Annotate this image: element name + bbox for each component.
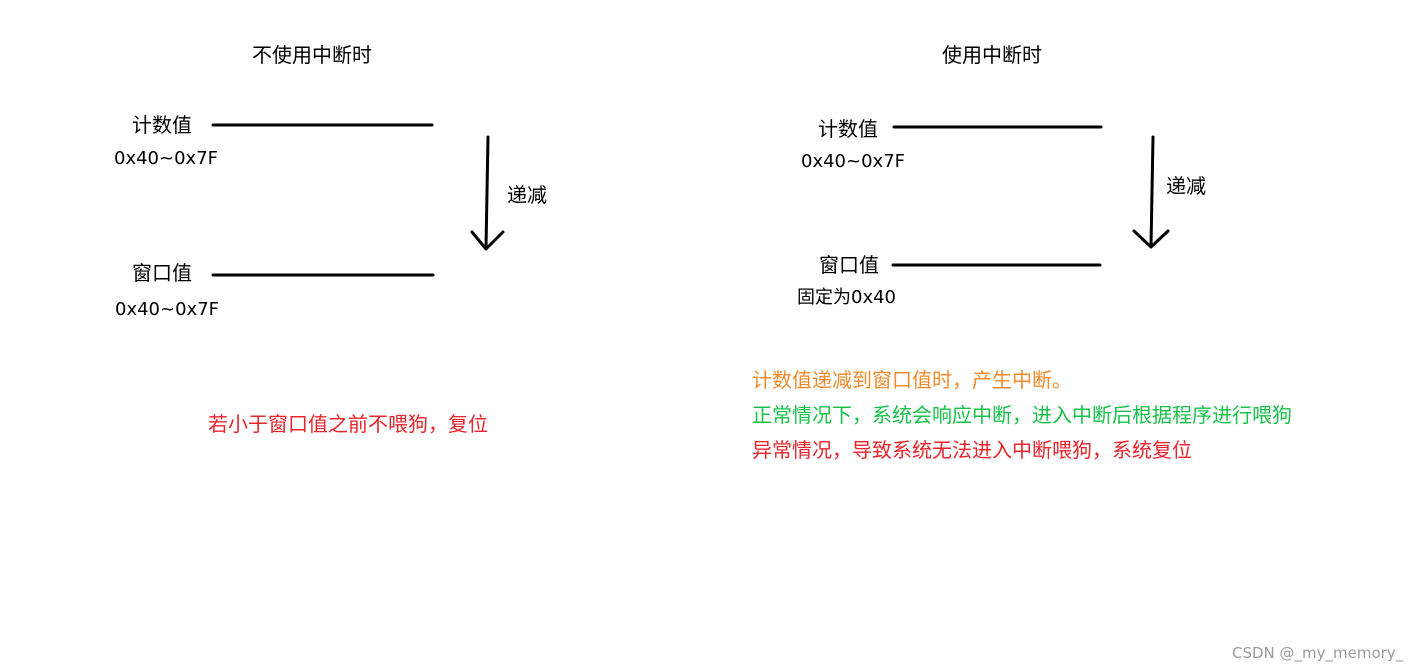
- right-title: 使用中断时: [942, 43, 1042, 67]
- left-counter-label: 计数值: [132, 113, 192, 137]
- right-counter-value: 0x40~0x7F: [801, 151, 906, 172]
- right-window-value: 固定为0x40: [797, 287, 897, 308]
- right-counter-label: 计数值: [818, 117, 878, 141]
- left-note: 若小于窗口值之前不喂狗，复位: [208, 412, 488, 436]
- left-title: 不使用中断时: [252, 43, 372, 67]
- csdn-watermark: CSDN @_my_memory_: [1232, 644, 1404, 662]
- left-counter-value: 0x40~0x7F: [114, 148, 219, 169]
- right-note-orange: 计数值递减到窗口值时，产生中断。: [752, 368, 1072, 392]
- left-down-arrow: [470, 135, 505, 251]
- right-arrow-label: 递减: [1166, 174, 1206, 198]
- left-window-value: 0x40~0x7F: [115, 299, 220, 320]
- left-window-label: 窗口值: [132, 261, 192, 285]
- left-arrow-label: 递减: [507, 183, 547, 207]
- right-down-arrow: [1132, 135, 1170, 249]
- right-window-label: 窗口值: [819, 253, 879, 277]
- right-note-red: 异常情况，导致系统无法进入中断喂狗，系统复位: [752, 438, 1192, 462]
- right-note-green: 正常情况下，系统会响应中断，进入中断后根据程序进行喂狗: [752, 403, 1292, 427]
